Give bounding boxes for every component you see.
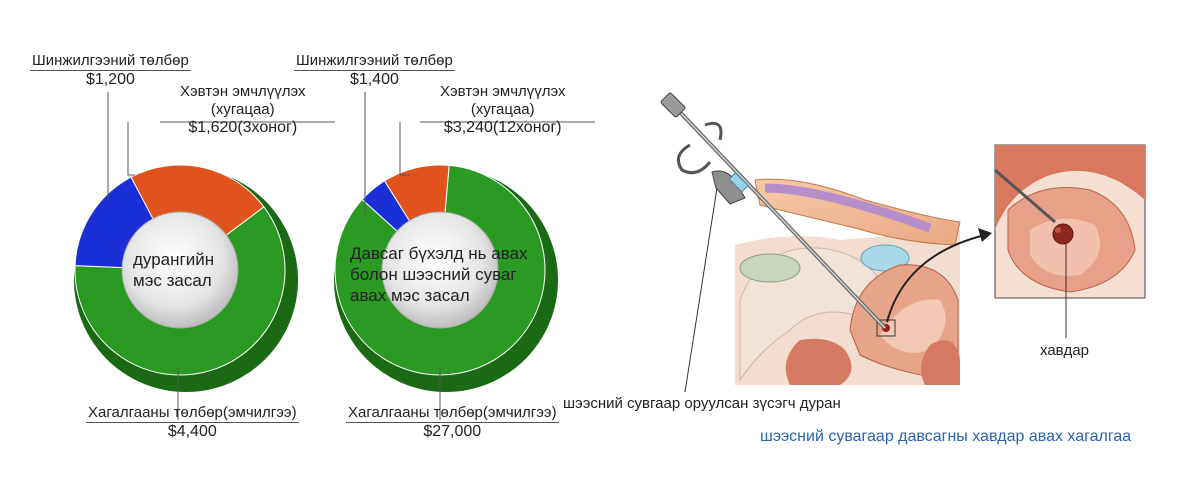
stay-label-2-value: $3,240(12хоног) <box>443 119 562 136</box>
exam-label-2-title: Шинжилгээний төлбөр <box>294 52 455 71</box>
stay-label-2: Хэвтэн эмчлүүлэх (хугацаа) $3,240(12хоно… <box>440 83 566 137</box>
surgery-label-2-value: $27,000 <box>423 423 482 440</box>
exam-label-1-value: $1,200 <box>85 71 135 88</box>
scope-label-pointer <box>684 187 718 393</box>
surgery-label-1: Хагалгааны төлбөр(эмчилгээ) $4,400 <box>86 404 299 441</box>
scope-shaft-highlight <box>675 107 886 329</box>
zoom-tumor-detail <box>1055 227 1061 233</box>
figure-caption: шээсний сувагаар давсагны хавдар авах ха… <box>760 428 1132 445</box>
stay-label-1-line1: Хэвтэн эмчлүүлэх <box>180 83 306 100</box>
rectum <box>785 338 852 385</box>
stay-label-1-line2: (хугацаа) <box>210 101 275 118</box>
donut-1-center-line2: мэс засал <box>133 271 212 290</box>
donut-1-center-label: дурангийн мэс засал <box>133 249 214 291</box>
scope-label: шээсний сувгаар оруулсан зүсэгч дуран <box>563 395 841 412</box>
exam-label-2: Шинжилгээний төлбөр $1,400 <box>294 52 455 89</box>
stay-label-2-line1: Хэвтэн эмчлүүлэх <box>440 83 566 100</box>
donut-2-slices <box>334 164 546 376</box>
scope-handle-loop <box>704 121 723 141</box>
zoom-scope-tip <box>994 168 1056 224</box>
surgery-label-1-title: Хагалгааны төлбөр(эмчилгээ) <box>86 404 299 423</box>
colon <box>921 340 960 385</box>
pubic-bone <box>739 253 801 283</box>
scope-port <box>728 172 749 193</box>
bladder-lumen <box>880 299 946 353</box>
donut-chart-2 <box>334 164 558 392</box>
zoom-lumen <box>1030 218 1100 276</box>
anatomy-illustration <box>735 178 961 385</box>
donut-1-center-line1: дурангийн <box>133 250 215 269</box>
zoom-panel <box>994 144 1146 299</box>
stay-label-1-value: $1,620(3хоног) <box>188 119 298 136</box>
scope-sheath-connector <box>711 170 746 205</box>
donut-1-hub <box>121 211 239 329</box>
donut-2-center-label: Давсаг бүхэлд нь авах болон шээсний сува… <box>350 243 528 306</box>
zoom-tissue-top <box>995 145 1145 230</box>
stay-label-2-line2: (хугацаа) <box>470 101 535 118</box>
scope-handle-ring <box>676 143 712 175</box>
exam-label-1-title: Шинжилгээний төлбөр <box>30 52 191 71</box>
donut-chart-1 <box>74 164 298 392</box>
urethra <box>764 183 932 233</box>
zoom-tumor <box>1052 223 1074 245</box>
donut-2-center-line2: болон шээсний суваг <box>350 265 517 284</box>
donut-2-center-line3: авах мэс засал <box>350 286 470 305</box>
zoom-arrow-head <box>978 228 992 242</box>
leader-lines <box>107 92 595 420</box>
donut-2-hub <box>381 211 499 329</box>
scope-eyepiece <box>660 92 686 118</box>
zoom-frame <box>876 319 896 337</box>
seminal-vesicle <box>860 244 910 272</box>
zoom-arrow-line <box>886 234 986 323</box>
surgery-label-2-title: Хагалгааны төлбөр(эмчилгээ) <box>346 404 559 423</box>
stay-label-1: Хэвтэн эмчлүүлэх (хугацаа) $1,620(3хоног… <box>180 83 306 137</box>
exam-label-2-value: $1,400 <box>349 71 399 88</box>
donut-2-center-line1: Давсаг бүхэлд нь авах <box>350 244 528 263</box>
leader-stay-2 <box>399 122 410 176</box>
surgery-label-1-value: $4,400 <box>167 423 217 440</box>
leader-stay-1 <box>127 122 135 176</box>
tumor-label: хавдар <box>1040 342 1089 359</box>
exam-label-1: Шинжилгээний төлбөр $1,200 <box>30 52 191 89</box>
surgery-label-2: Хагалгааны төлбөр(эмчилгээ) $27,000 <box>346 404 559 441</box>
resectoscope <box>660 92 887 330</box>
